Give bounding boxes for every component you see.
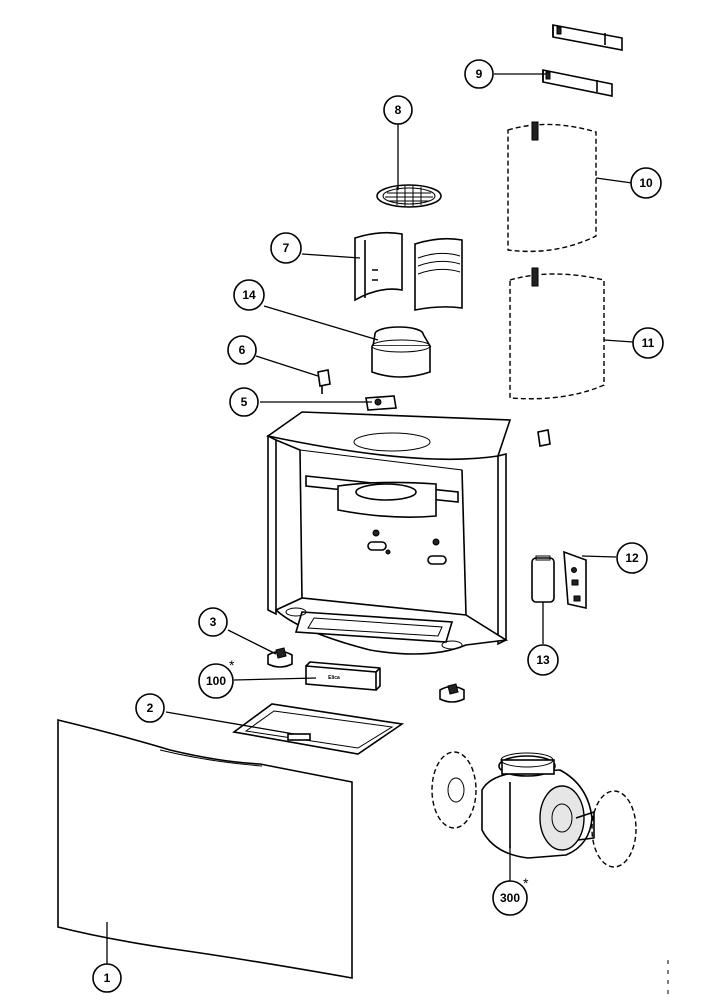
controller-brand-text: Elica — [328, 675, 340, 681]
callout-12-label: 12 — [625, 551, 639, 565]
grease-filter — [232, 703, 405, 755]
hood-body — [266, 411, 512, 655]
callout-3-label: 3 — [210, 615, 217, 629]
clip-5 — [365, 395, 397, 411]
callout-6-label: 6 — [239, 343, 246, 357]
callout-8-label: 8 — [395, 103, 402, 117]
electronic-bracket — [563, 550, 587, 609]
callout-300-asterisk: * — [523, 875, 529, 891]
bracket-lower — [542, 69, 613, 97]
bracket-upper — [552, 24, 623, 51]
lamp-holder-left — [267, 647, 293, 668]
inner-duct-halves — [354, 231, 463, 311]
callout-7: 7 — [270, 232, 302, 264]
clip-6 — [317, 369, 331, 394]
lower-chimney-cover — [509, 267, 605, 400]
upper-chimney-cover — [507, 121, 597, 253]
callout-1: 1 — [92, 963, 122, 993]
callout-13-label: 13 — [536, 653, 550, 667]
callout-10-label: 10 — [639, 176, 653, 190]
callout-2: 2 — [135, 693, 165, 723]
grease-grille — [376, 184, 442, 208]
callout-12: 12 — [616, 542, 648, 574]
callout-2-label: 2 — [147, 701, 154, 715]
callout-100-label: 100 — [206, 674, 226, 688]
lamp-holder-right — [439, 683, 465, 703]
clip-right — [537, 429, 551, 447]
callout-3: 3 — [198, 607, 228, 637]
callout-6: 6 — [227, 335, 257, 365]
callout-11: 11 — [632, 327, 664, 359]
control-board: Elica — [305, 661, 381, 691]
callout-11-label: 11 — [642, 336, 655, 350]
callout-5: 5 — [229, 387, 259, 417]
callout-9: 9 — [464, 59, 494, 89]
callout-14: 14 — [233, 279, 265, 311]
callout-9-label: 9 — [476, 67, 483, 81]
callout-13: 13 — [527, 644, 559, 676]
callout-100-asterisk: * — [229, 657, 235, 673]
callout-7-label: 7 — [283, 241, 290, 255]
callout-100: 100 * — [198, 657, 235, 699]
callout-300-label: 300 — [500, 891, 520, 905]
callout-5-label: 5 — [241, 395, 248, 409]
callout-1-label: 1 — [104, 971, 111, 985]
callout-10: 10 — [630, 167, 662, 199]
callout-300: 300 * — [492, 875, 529, 916]
blower-motor — [431, 751, 637, 868]
front-glass-panel — [57, 718, 353, 979]
callout-14-label: 14 — [242, 288, 256, 302]
callout-8: 8 — [383, 95, 413, 125]
reducer-ring — [371, 326, 432, 378]
electronic-box — [531, 555, 555, 603]
